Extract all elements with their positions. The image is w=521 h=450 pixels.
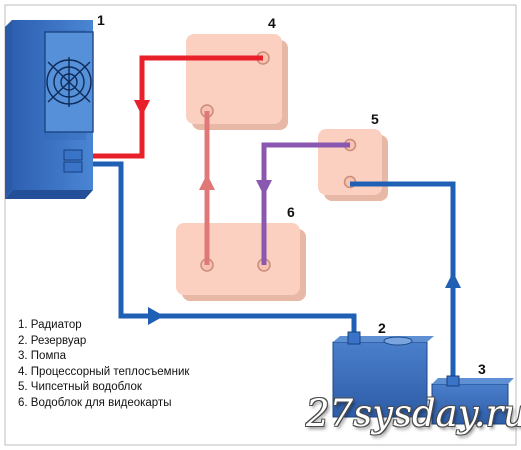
chipset-waterblock [318,129,388,201]
label-pump: 3 [478,361,486,377]
pipe-chipset-to-gpu [261,142,350,265]
flow-arrow-up-pink [199,174,215,190]
flow-arrow-right-blue [148,307,164,325]
radiator [5,20,94,199]
legend-item-radiator: 1. Радиатор [18,319,82,331]
legend-item-gpu-block: 6. Водоблок для видеокарты [18,396,172,409]
label-chipset-block: 5 [371,111,379,127]
fan-grille [44,31,94,133]
frame-border [4,4,517,446]
legend: 1. Радиатор 2. Резервуар 3. Помпа 4. Про… [18,318,189,412]
reservoir [332,331,434,418]
legend-item-chipset-block: 5. Чипсетный водоблок [18,381,142,394]
label-cpu-block: 4 [268,15,276,31]
site-watermark: 27sysday.ru [306,392,521,435]
label-reservoir: 2 [378,320,386,336]
label-gpu-block: 6 [287,204,295,220]
label-radiator: 1 [97,12,105,28]
pipe-radiator-to-reservoir [81,161,357,336]
flow-arrow-up-blue [445,272,461,288]
legend-item-pump: 3. Помпа [18,350,66,363]
flow-arrow-down-purple [256,180,272,196]
pipe-pump-to-chipset [350,181,456,378]
pump [431,375,514,425]
flow-arrow-down-red [134,100,150,116]
legend-item-reservoir: 2. Резервуар [18,334,87,347]
legend-item-cpu-block: 4. Процессорный теплосъемник [18,365,190,378]
gpu-waterblock [176,223,306,301]
cpu-waterblock [186,34,288,130]
